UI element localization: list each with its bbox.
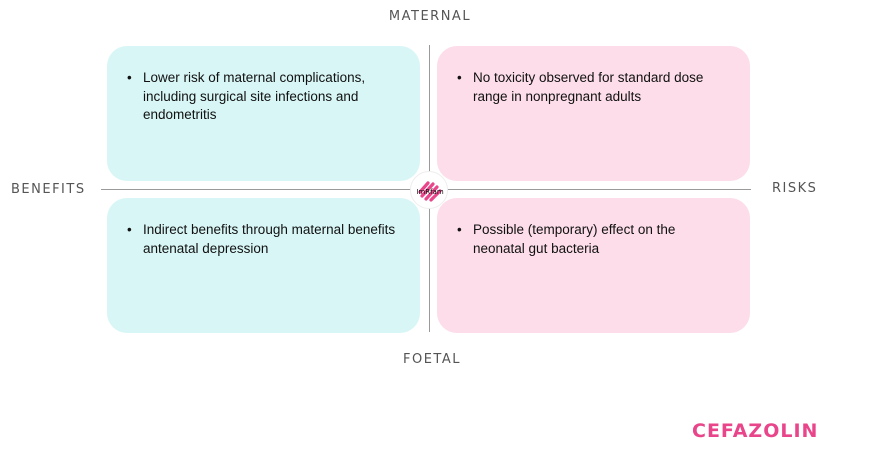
page-title: CEFAZOLIN (692, 420, 819, 442)
axis-label-benefits: BENEFITS (11, 182, 86, 197)
maternal-risks-list: No toxicity observed for standard dose r… (457, 69, 728, 106)
axis-label-risks: RISKS (772, 181, 818, 196)
quadrant-foetal-benefits: Indirect benefits through maternal benef… (107, 198, 420, 333)
brush-logo-icon: ImRfam (416, 181, 444, 202)
list-item: Indirect benefits through maternal benef… (127, 221, 398, 258)
list-item: Lower risk of maternal complications, in… (127, 69, 398, 125)
quadrant-maternal-benefits: Lower risk of maternal complications, in… (107, 46, 420, 181)
quadrant-maternal-risks: No toxicity observed for standard dose r… (437, 46, 750, 181)
list-item: No toxicity observed for standard dose r… (457, 69, 728, 106)
foetal-benefits-list: Indirect benefits through maternal benef… (127, 221, 398, 258)
logo-text: ImRfam (416, 188, 444, 196)
maternal-benefits-list: Lower risk of maternal complications, in… (127, 69, 398, 125)
foetal-risks-list: Possible (temporary) effect on the neona… (457, 221, 728, 258)
axis-label-foetal: FOETAL (403, 352, 461, 367)
axis-label-maternal: MATERNAL (388, 9, 472, 24)
center-logo: ImRfam (410, 171, 448, 209)
quadrant-foetal-risks: Possible (temporary) effect on the neona… (437, 198, 750, 333)
list-item: Possible (temporary) effect on the neona… (457, 221, 728, 258)
